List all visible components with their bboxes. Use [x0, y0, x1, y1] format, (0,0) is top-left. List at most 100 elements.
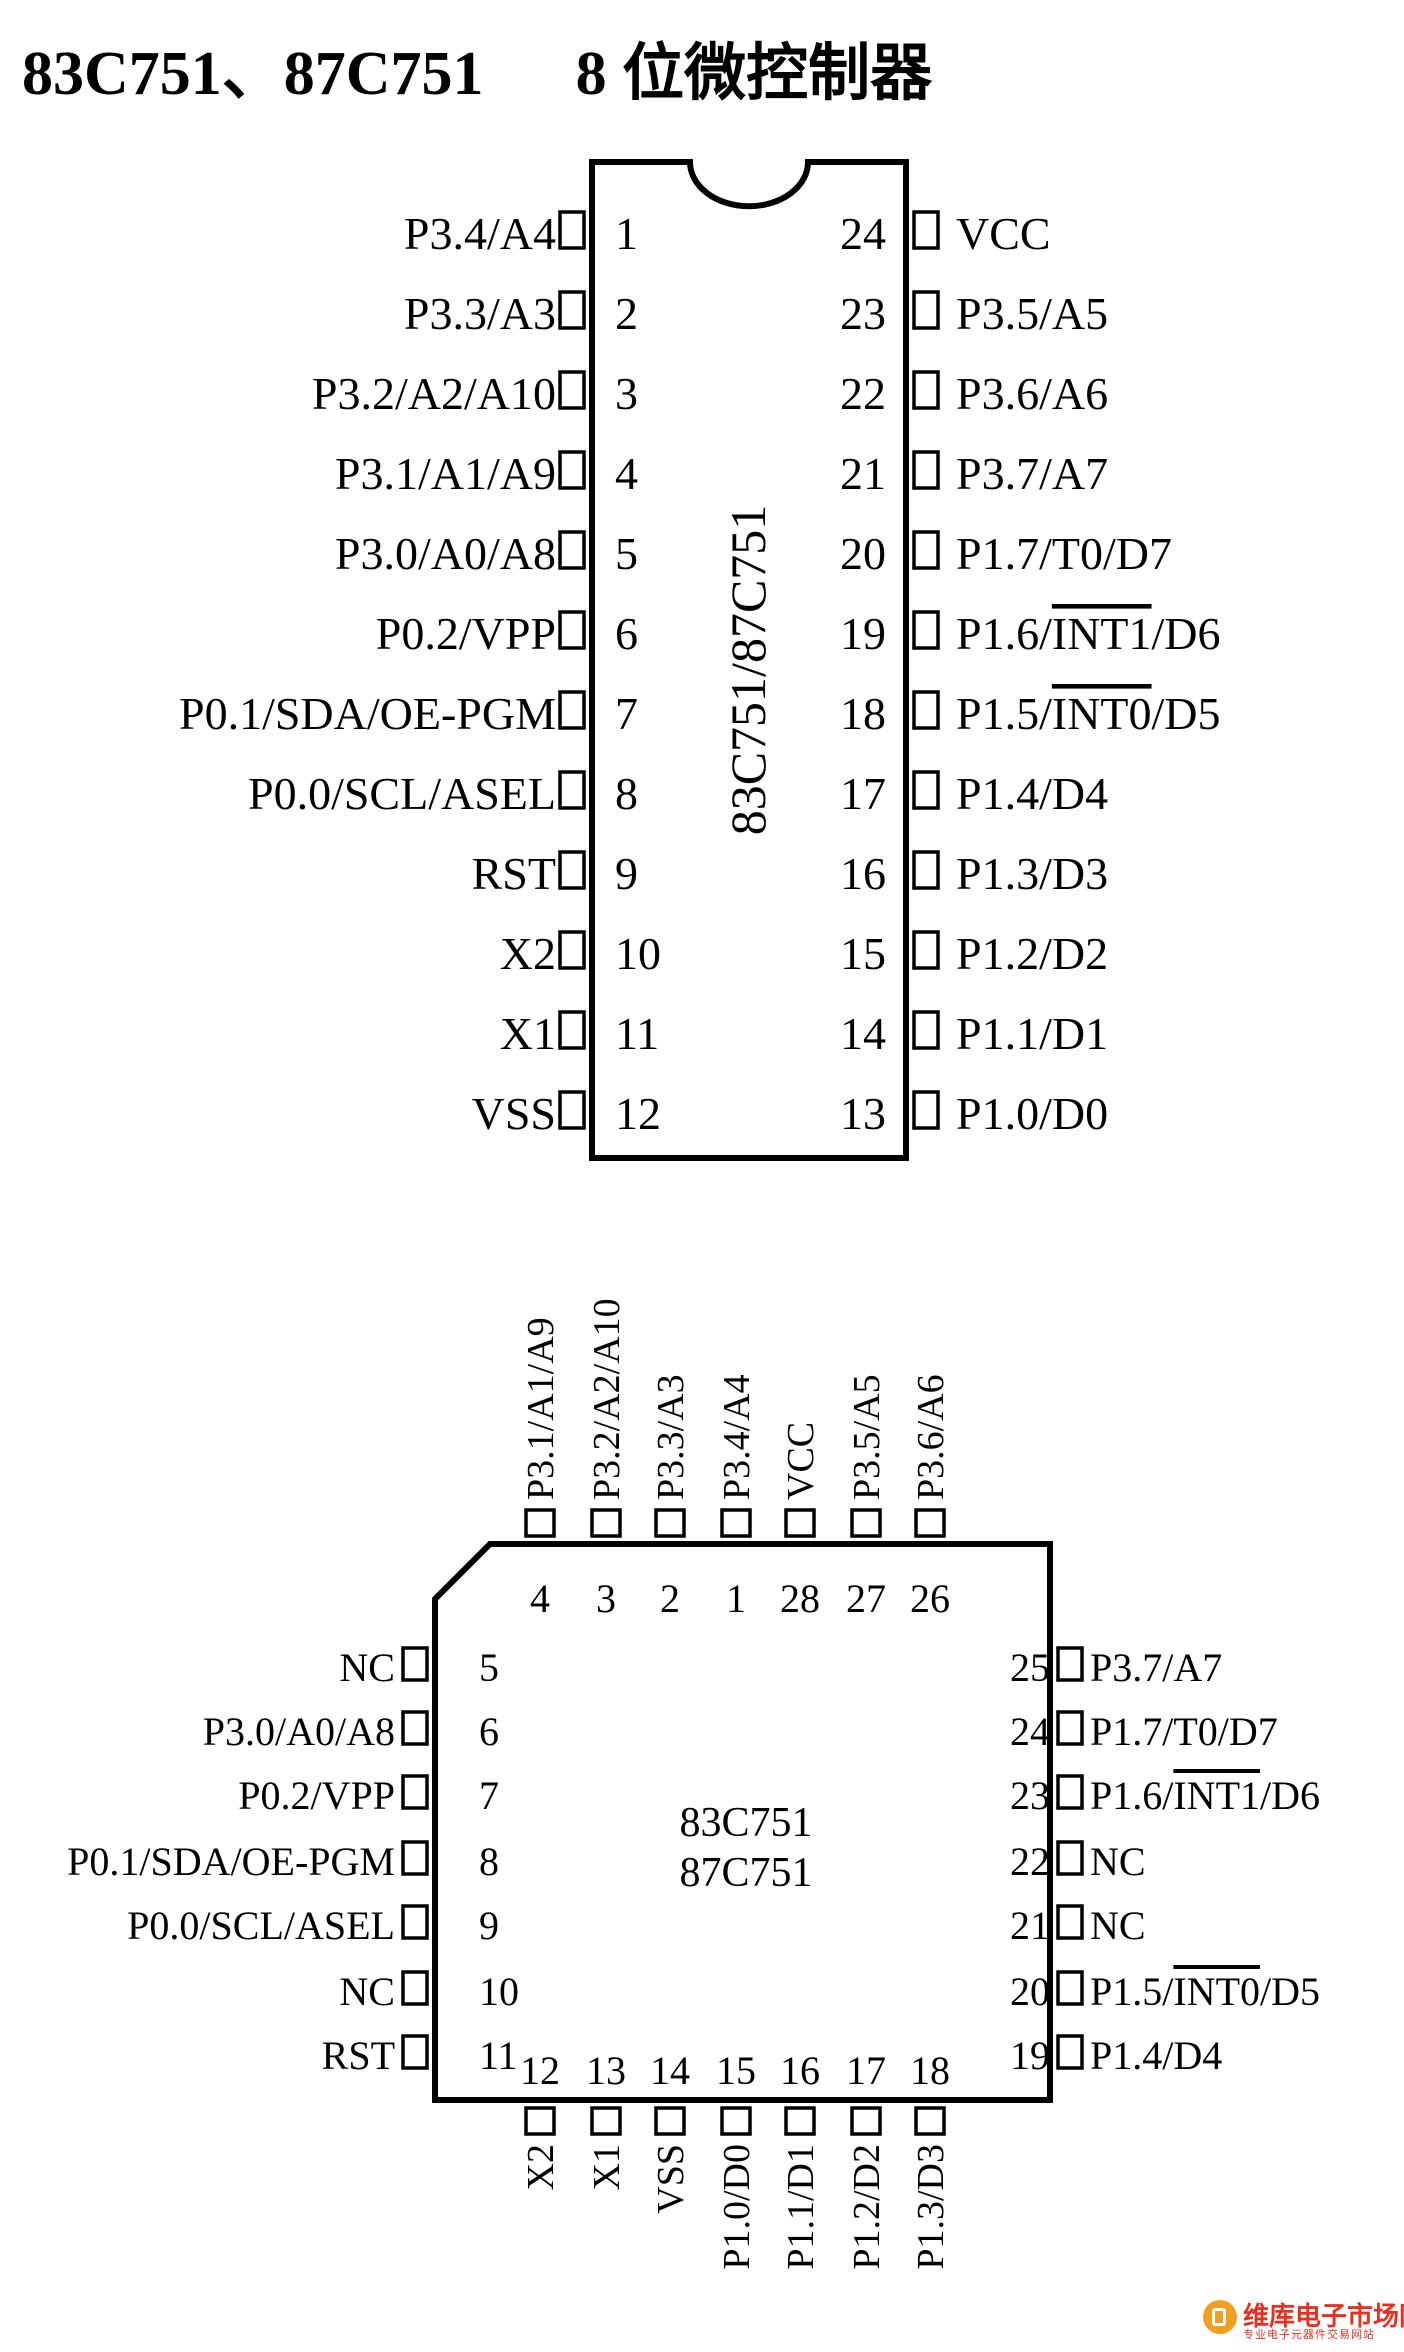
plcc-pin-pad — [401, 2034, 429, 2070]
dip-pin-pad — [912, 210, 940, 250]
site-watermark: 维库电子市场网 专业电子元器件交易网站 — [1203, 2296, 1404, 2342]
plcc-pin-number: 15 — [716, 2048, 756, 2093]
plcc-pin-name: P3.2/A2/A10 — [586, 1298, 628, 1500]
dip-pin-name: P1.3/D3 — [956, 848, 1108, 899]
plcc-body-outline — [432, 1541, 1053, 2103]
plcc-pin-name: X2 — [520, 2144, 562, 2190]
plcc-pin-pad — [590, 1508, 622, 1538]
plcc-pin-name: P0.1/SDA/OE-PGM — [67, 1839, 395, 1884]
dip-pin-name: P3.7/A7 — [956, 448, 1108, 499]
dip-pin-pad — [558, 450, 586, 490]
plcc-pin-name: P3.1/A1/A9 — [520, 1317, 562, 1500]
dip-pin-name: P1.7/T0/D7 — [956, 528, 1172, 579]
dip-pin-pad — [558, 530, 586, 570]
plcc-pin-pad — [1056, 1904, 1084, 1940]
dip-pin-pad — [912, 370, 940, 410]
plcc-pin-pad — [850, 1508, 882, 1538]
dip-pin-number: 14 — [840, 1008, 886, 1059]
plcc-pin-number: 12 — [520, 2048, 560, 2093]
plcc-pin-pad — [914, 2106, 946, 2136]
plcc-pin-pad — [524, 2106, 556, 2136]
plcc-pin-name: P1.5/INT0/D5 — [1090, 1969, 1320, 2014]
dip-pin-name: P3.3/A3 — [404, 288, 556, 339]
dip-pin-number: 3 — [615, 368, 638, 419]
dip-pin-number: 18 — [840, 688, 886, 739]
dip-pin-name: P3.5/A5 — [956, 288, 1108, 339]
dip-pin-name: X2 — [500, 928, 556, 979]
dip-pin-name: P3.6/A6 — [956, 368, 1108, 419]
dip-pin-pad — [558, 290, 586, 330]
plcc-pin-number: 4 — [530, 1576, 550, 1621]
dip-pin-number: 17 — [840, 768, 886, 819]
plcc-pin-name: P3.7/A7 — [1090, 1645, 1222, 1690]
dip-pin-name: P1.4/D4 — [956, 768, 1108, 819]
dip-pin-pad — [912, 930, 940, 970]
plcc-pin-pad — [914, 1508, 946, 1538]
plcc-pin-number: 27 — [846, 1576, 886, 1621]
dip-pin-number: 23 — [840, 288, 886, 339]
plcc-pin-number: 13 — [586, 2048, 626, 2093]
dip-pin-name: P1.1/D1 — [956, 1008, 1108, 1059]
plcc-pin-pad — [654, 1508, 686, 1538]
plcc-pin-name: P1.2/D2 — [846, 2144, 888, 2270]
dip-pin-number: 16 — [840, 848, 886, 899]
dip-pin-pad — [912, 610, 940, 650]
dip-pin-pad — [912, 850, 940, 890]
dip-pin-name: P1.0/D0 — [956, 1088, 1108, 1139]
plcc-pin-name: P3.4/A4 — [716, 1374, 758, 1500]
plcc-pin-number: 19 — [1010, 2033, 1050, 2078]
dip-pin-name: P3.1/A1/A9 — [335, 448, 556, 499]
dip-pin-name: P0.1/SDA/OE-PGM — [179, 688, 556, 739]
dip-pin-number: 22 — [840, 368, 886, 419]
plcc-chip-label-2: 87C751 — [679, 1850, 812, 1896]
plcc-pin-pad — [1056, 1774, 1084, 1810]
plcc-pin-pad — [524, 1508, 556, 1538]
dip-pin-name: VCC — [956, 208, 1051, 259]
dip-pin-pad — [912, 1090, 940, 1130]
dip-pin-pad — [558, 610, 586, 650]
plcc-pin-number: 5 — [479, 1645, 499, 1690]
plcc-pin-name: P1.7/T0/D7 — [1090, 1709, 1278, 1754]
plcc-pin-name: P3.3/A3 — [650, 1374, 692, 1500]
plcc-pin-number: 8 — [479, 1839, 499, 1884]
dip-pin-pad — [558, 210, 586, 250]
plcc-pin-number: 17 — [846, 2048, 886, 2093]
plcc-pin-number: 22 — [1010, 1839, 1050, 1884]
plcc-pin-name: P0.0/SCL/ASEL — [127, 1903, 395, 1948]
dip-pin-name: RST — [472, 848, 556, 899]
plcc-pin-name: P3.0/A0/A8 — [203, 1709, 395, 1754]
plcc-pin-name: P1.4/D4 — [1090, 2033, 1222, 2078]
watermark-sub-text: 专业电子元器件交易网站 — [1243, 2329, 1375, 2341]
plcc-pin-number: 24 — [1010, 1709, 1050, 1754]
dip-pin-pad — [912, 690, 940, 730]
dip-pin-number: 7 — [615, 688, 638, 739]
dip-pin-name: P3.2/A2/A10 — [312, 368, 556, 419]
dip-pin-number: 1 — [615, 208, 638, 259]
plcc-pin-number: 18 — [910, 2048, 950, 2093]
dip-pin-name: P0.0/SCL/ASEL — [248, 768, 556, 819]
dip-pin-number: 8 — [615, 768, 638, 819]
plcc-pin-pad — [784, 1508, 816, 1538]
plcc-pin-name: P1.1/D1 — [780, 2144, 822, 2270]
dip-pin-name: VSS — [472, 1088, 556, 1139]
dip-pin-pad — [558, 1090, 586, 1130]
plcc-pin-pad — [590, 2106, 622, 2136]
plcc-pin-number: 28 — [780, 1576, 820, 1621]
dip-pin-name: X1 — [500, 1008, 556, 1059]
dip-chip-label: 83C751/87C751 — [720, 505, 776, 836]
plcc-pin-name: X1 — [586, 2144, 628, 2190]
dip-pin-number: 12 — [615, 1088, 661, 1139]
dip-body-outline — [589, 159, 909, 1161]
plcc-pin-name: VSS — [650, 2144, 692, 2214]
plcc-pin-pad — [401, 1710, 429, 1746]
dip-pin-pad — [912, 530, 940, 570]
plcc-pin-pad — [401, 1904, 429, 1940]
plcc-pin-pad — [1056, 1710, 1084, 1746]
plcc-pin-name: NC — [339, 1645, 395, 1690]
plcc-pin-name: P3.6/A6 — [910, 1374, 952, 1500]
plcc-pin-name: RST — [322, 2033, 395, 2078]
title-description: 8 位微控制器 — [575, 40, 933, 108]
dip-pin-pad — [912, 450, 940, 490]
plcc-pin-pad — [850, 2106, 882, 2136]
